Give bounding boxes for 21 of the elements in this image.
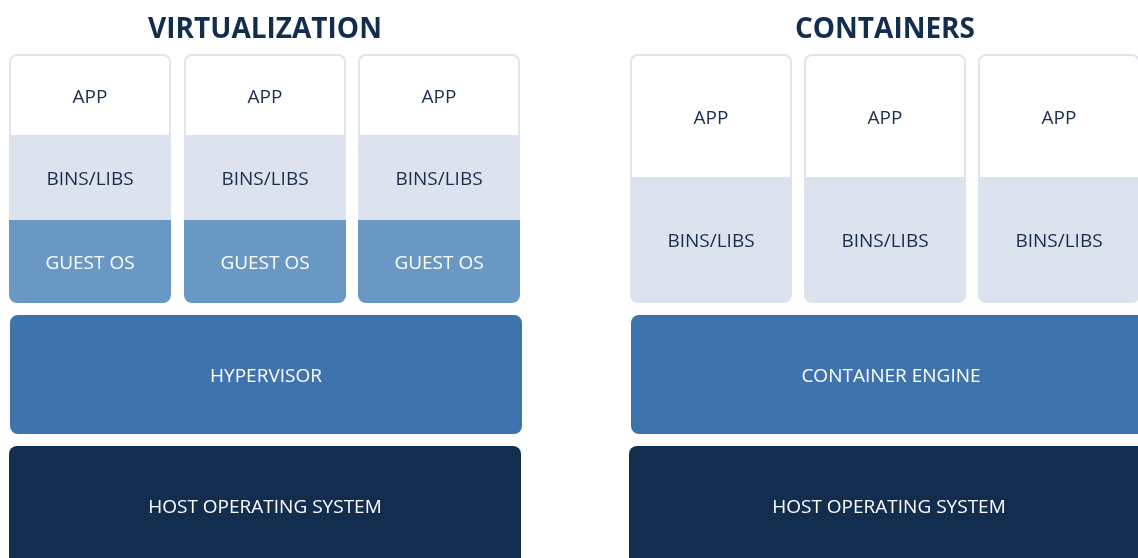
section-heading: CONTAINERS bbox=[795, 8, 975, 46]
libraries-layer: BINS/LIBS bbox=[9, 135, 171, 220]
host-os-layer: HOST OPERATING SYSTEM bbox=[629, 446, 1138, 558]
guest-os-layer: GUEST OS bbox=[184, 220, 346, 303]
section-heading: VIRTUALIZATION bbox=[148, 8, 382, 46]
libraries-layer: BINS/LIBS bbox=[978, 177, 1138, 303]
libraries-layer: BINS/LIBS bbox=[184, 135, 346, 220]
app-layer: APP bbox=[184, 54, 346, 135]
libraries-layer: BINS/LIBS bbox=[630, 177, 792, 303]
app-layer: APP bbox=[978, 54, 1138, 177]
guest-os-layer: GUEST OS bbox=[358, 220, 520, 303]
hypervisor-layer: CONTAINER ENGINE bbox=[631, 315, 1138, 434]
hypervisor-layer: HYPERVISOR bbox=[10, 315, 522, 434]
host-os-layer: HOST OPERATING SYSTEM bbox=[9, 446, 521, 558]
app-layer: APP bbox=[358, 54, 520, 135]
app-layer: APP bbox=[630, 54, 792, 177]
libraries-layer: BINS/LIBS bbox=[358, 135, 520, 220]
libraries-layer: BINS/LIBS bbox=[804, 177, 966, 303]
app-layer: APP bbox=[804, 54, 966, 177]
app-layer: APP bbox=[9, 54, 171, 135]
guest-os-layer: GUEST OS bbox=[9, 220, 171, 303]
